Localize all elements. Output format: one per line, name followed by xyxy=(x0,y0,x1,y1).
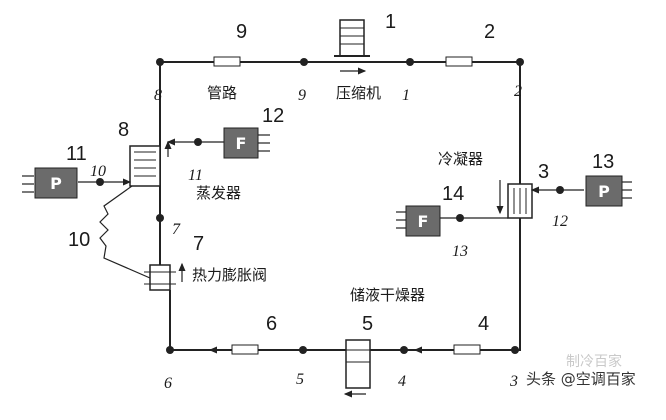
refrigerant-loop-pipe xyxy=(160,61,521,351)
expansion-valve xyxy=(144,262,186,291)
state-point-9: 9 xyxy=(298,87,306,104)
state-point-5: 5 xyxy=(296,371,304,388)
label-sensor-6: 6 xyxy=(266,313,277,335)
label-compressor-num: 1 xyxy=(385,11,396,33)
label-drier: 储液干燥器 xyxy=(350,286,425,304)
label-pump-evap-num: 11 xyxy=(66,143,87,165)
svg-text:P: P xyxy=(50,174,62,193)
sensing-capillary xyxy=(99,185,151,279)
state-point-3: 3 xyxy=(509,373,518,390)
state-point-7: 7 xyxy=(172,221,181,238)
state-point-6: 6 xyxy=(164,375,172,392)
watermark-faint: 制冷百家 xyxy=(566,353,622,370)
label-sensor-4: 4 xyxy=(478,313,489,335)
watermark: 头条 @空调百家 xyxy=(526,370,636,388)
pump-box-cond: P xyxy=(585,175,632,207)
svg-text:P: P xyxy=(598,182,610,201)
label-pipe-num: 9 xyxy=(236,21,247,43)
label-evaporator-num: 8 xyxy=(118,119,129,141)
state-point-12: 12 xyxy=(552,213,568,230)
label-compressor: 压缩机 xyxy=(336,84,381,102)
flow-box-evap: F xyxy=(223,127,270,159)
label-sensor-10: 10 xyxy=(68,229,90,251)
label-flow-evap-num: 12 xyxy=(262,105,284,127)
label-condenser-num: 3 xyxy=(538,161,549,183)
compressor xyxy=(334,19,370,75)
label-pump-cond-num: 13 xyxy=(592,151,614,173)
state-point-10: 10 xyxy=(90,163,106,180)
flow-box-cond: F xyxy=(396,205,441,237)
label-sensor-2: 2 xyxy=(484,21,495,43)
evaporator xyxy=(129,140,172,187)
state-point-13: 13 xyxy=(452,243,468,260)
svg-text:F: F xyxy=(236,134,247,153)
label-valve-num: 7 xyxy=(193,233,204,255)
measurement-nodes xyxy=(96,58,564,354)
label-condenser: 冷凝器 xyxy=(438,150,483,168)
pipe-fittings xyxy=(213,56,481,355)
receiver-drier xyxy=(343,339,371,398)
condenser xyxy=(507,183,533,219)
state-point-1: 1 xyxy=(402,87,410,104)
state-point-8: 8 xyxy=(154,87,162,104)
label-drier-num: 5 xyxy=(362,313,373,335)
label-evaporator: 蒸发器 xyxy=(196,184,241,202)
label-flow-cond-num: 14 xyxy=(442,183,464,205)
label-pipe: 管路 xyxy=(207,84,237,102)
pump-box-evap: P xyxy=(22,167,78,199)
state-point-4: 4 xyxy=(398,373,406,390)
state-point-2: 2 xyxy=(514,83,522,100)
svg-text:F: F xyxy=(418,212,429,231)
label-expansion-valve: 热力膨胀阀 xyxy=(192,266,267,284)
state-point-11: 11 xyxy=(188,167,203,184)
